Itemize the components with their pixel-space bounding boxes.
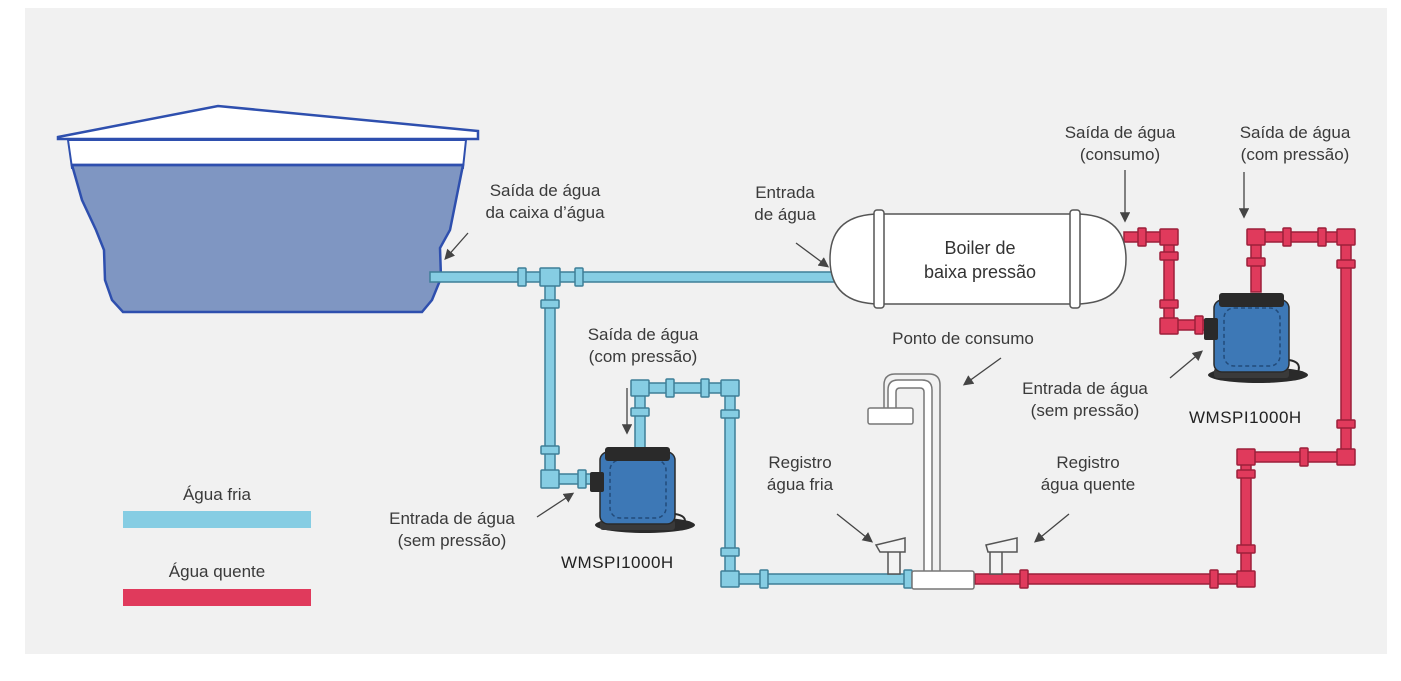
arrow-consumption-point [962,357,1002,386]
water-tank [56,104,480,314]
label-boiler-name: Boiler de baixa pressão [905,236,1055,284]
hot-valve [985,537,1018,575]
arrow-boiler-inlet [795,242,830,268]
label-line: Saída de água [1239,123,1351,142]
label-cold-valve: Registro água fria [745,452,855,496]
label-hot-valve: Registro água quente [1023,452,1153,496]
label-line: (sem pressão) [397,531,507,550]
cold-water-pipes [429,267,916,589]
label-line: da caixa d’água [485,203,605,222]
label-cold-pump-inlet: Entrada de água (sem pressão) [372,508,532,552]
arrow-hot-pump-inlet [1169,350,1203,379]
shower-point [867,373,975,590]
legend-hot-swatch [123,589,311,606]
label-tank-outlet: Saída de água da caixa d’água [470,180,620,224]
hot-pump [1204,293,1308,383]
cold-valve [874,537,906,575]
cold-pump-model: WMSPI1000H [561,553,674,572]
label-line: baixa pressão [923,262,1037,282]
label-line: Entrada de água [1022,379,1148,398]
pointer-arrows [444,170,1250,543]
label-line: (com pressão) [1240,145,1350,164]
label-line: Registro [768,453,832,472]
arrow-tank-outlet [444,232,469,260]
label-line: (sem pressão) [1030,401,1140,420]
arrow-cold-valve [836,513,874,543]
hot-pump-model: WMSPI1000H [1189,408,1302,427]
label-line: (com pressão) [588,347,698,366]
label-line: de água [754,205,816,224]
cold-pump [590,447,695,533]
hot-water-pipes [974,227,1356,589]
label-line: Entrada [755,183,815,202]
arrow-hot-valve [1033,513,1070,543]
legend-hot-label: Água quente [168,562,266,581]
label-line: água fria [766,475,834,494]
legend-cold-swatch [123,511,311,528]
label-line: Saída de água [489,181,601,200]
label-hot-pump-outlet: Saída de água (com pressão) [1220,122,1370,166]
label-line: Registro [1056,453,1120,472]
legend-cold-label: Água fria [182,485,252,504]
label-boiler-outlet: Saída de água (consumo) [1050,122,1190,166]
label-line: Boiler de [944,238,1016,258]
label-line: Saída de água [1064,123,1176,142]
arrow-cold-pump-inlet [536,492,575,518]
label-cold-pump-outlet: Saída de água (com pressão) [568,324,718,368]
label-line: (consumo) [1079,145,1161,164]
boiler [829,209,1127,309]
label-line: Entrada de água [389,509,515,528]
label-consumption-point: Ponto de consumo [892,329,1034,348]
label-line: água quente [1040,475,1136,494]
label-hot-pump-inlet: Entrada de água (sem pressão) [1005,378,1165,422]
label-boiler-inlet: Entrada de água [740,182,830,226]
label-line: Saída de água [587,325,699,344]
